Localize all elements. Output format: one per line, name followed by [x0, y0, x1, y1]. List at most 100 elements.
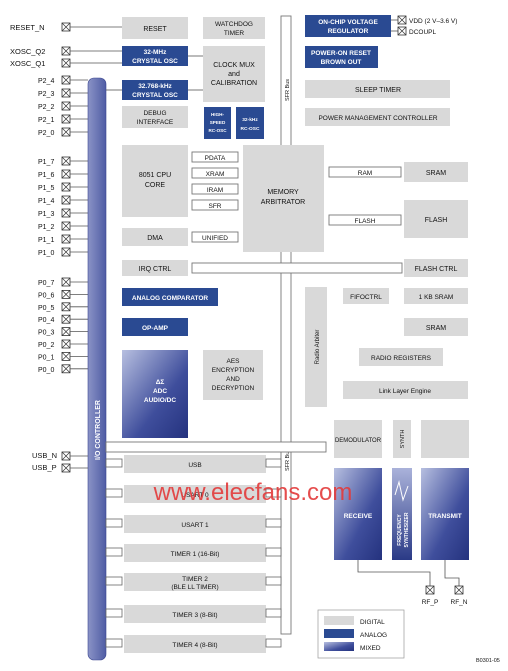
sfr-internal-bus — [191, 199, 239, 211]
peripheral-timer-3-8-bit-label: TIMER 3 (8-Bit) — [172, 612, 217, 619]
clock-mux-label-3: CALIBRATION — [211, 80, 257, 87]
pin-label-p0-5: P0_5 — [38, 305, 54, 312]
radio-registers-block — [359, 348, 443, 366]
sleep-timer-block — [305, 80, 450, 98]
usb-pins: USB_N USB_P — [32, 451, 88, 473]
dma-label: DMA — [147, 235, 163, 242]
voltage-regulator-label-2: REGULATOR — [328, 28, 369, 35]
xosc-32mhz-label-2: CRYSTAL OSC — [132, 58, 178, 65]
pin-cross-rf-p — [425, 585, 435, 595]
radio-registers-label: RADIO REGISTERS — [371, 355, 432, 362]
synth-waveform-icon — [394, 480, 409, 502]
pdata-label: PDATA — [205, 155, 226, 162]
transmit-block — [421, 468, 469, 560]
pin-cross-p2-1 — [61, 114, 71, 124]
sram-label: SRAM — [426, 170, 446, 177]
voltage-regulator-block — [305, 15, 391, 37]
iram-label: IRAM — [207, 187, 223, 194]
pin-cross-p0-1 — [61, 352, 71, 361]
pin-cross-p0-2 — [61, 339, 71, 349]
xosc-32mhz-block — [122, 46, 188, 66]
aes-label-2: ENCRYPTION — [212, 367, 255, 374]
peripheral-timer-1-16-bit-label: TIMER 1 (16-Bit) — [171, 551, 220, 558]
peripheral-timer-1-16-bit-block — [124, 544, 266, 562]
analog-comparator-block — [122, 288, 218, 306]
peripheral-4-label-2: (BLE LL TIMER) — [171, 584, 218, 591]
unified-label: UNIFIED — [202, 235, 228, 242]
peripheral-timer-4-8-bit-link — [105, 638, 123, 648]
synth-label: SYNTH — [400, 430, 406, 449]
peripheral-usart-0-link — [105, 488, 123, 498]
pin-cross-rf-n — [454, 585, 464, 595]
sram-block — [404, 162, 468, 182]
peripheral-4-label-1: TIMER 2 — [182, 576, 208, 583]
memory-arbitrator-label-1: MEMORY — [267, 189, 299, 196]
peripheral-usart-1-link — [105, 518, 123, 528]
pin-label-p1-1: P1_1 — [38, 237, 54, 244]
pin-label-usb-n: USB_N — [32, 451, 57, 460]
io-controller-label: I/O CONTROLLER — [95, 400, 102, 460]
legend-label-analog: ANALOG — [360, 632, 387, 639]
opamp-label: OP-AMP — [142, 325, 169, 332]
power-on-reset-block — [305, 46, 378, 68]
frequency-synthesizer-block — [392, 468, 412, 560]
pin-label-p0-3: P0_3 — [38, 330, 54, 337]
peripheral-usb-bus-link — [265, 458, 282, 468]
irq-flash-bus — [191, 262, 403, 274]
sram-1kb-label: 1 KB SRAM — [419, 294, 454, 301]
pin-label-p1-4: P1_4 — [38, 198, 54, 205]
pin-label-p0-6: P0_6 — [38, 292, 54, 299]
sleep-timer-label: SLEEP TIMER — [355, 87, 401, 94]
watchdog-timer-block — [203, 17, 265, 39]
aes-label-1: AES — [226, 358, 240, 365]
pin-label-rf-p: RF_P — [422, 599, 439, 606]
pin-label-p2-2: P2_2 — [38, 104, 54, 111]
power-on-reset-label-2: BROWN OUT — [321, 59, 362, 66]
legend-label-digital: DIGITAL — [360, 619, 385, 626]
radio-sram-label: SRAM — [426, 325, 446, 332]
flash-block — [404, 200, 468, 238]
pdata-bus — [191, 151, 239, 163]
cpu-core-label-1: 8051 CPU — [139, 172, 171, 179]
pin-label-rf-n: RF_N — [451, 599, 468, 606]
pin-cross-p2-4 — [61, 75, 71, 85]
xram-label: XRAM — [206, 171, 225, 178]
power-management-block — [305, 108, 450, 126]
radio-arbiter-block — [305, 287, 327, 407]
pin-cross-p0-7 — [61, 277, 71, 287]
adc-label-3: AUDIO/DC — [144, 397, 176, 404]
opamp-block — [122, 318, 188, 336]
pin-label-p1-3: P1_3 — [38, 211, 54, 218]
flash-bus-label: FLASH — [355, 218, 376, 225]
flash-label: FLASH — [425, 217, 448, 224]
memory-arbitrator-label-2: ARBITRATOR — [261, 199, 305, 206]
pin-cross-p0-3 — [61, 327, 71, 336]
pin-cross-usb-n — [61, 451, 71, 461]
freq-synth-label-1: FREQUENCY — [397, 514, 403, 546]
sfr-bus — [280, 15, 292, 635]
pin-label-p2-3: P2_3 — [38, 91, 54, 98]
receive-block — [334, 468, 382, 560]
peripheral-4-bus-link — [265, 576, 282, 586]
pin-label-xosc-q1: XOSC_Q1 — [10, 59, 45, 68]
xosc-32khz-label-1: 32.768-kHz — [138, 83, 172, 90]
iram-bus — [191, 183, 239, 195]
irq-ctrl-block — [122, 260, 188, 276]
ram-bus — [328, 166, 402, 178]
pin-label-p0-7: P0_7 — [38, 280, 54, 287]
peripheral-usart-1-bus-link — [265, 518, 282, 528]
radio-arbiter-label: Radio Arbiter — [315, 330, 321, 365]
analog-comparator-label: ANALOG COMPARATOR — [132, 295, 208, 302]
irq-ctrl-label: IRQ CTRL — [139, 266, 172, 273]
pin-cross-p2-0 — [61, 127, 71, 137]
legend-swatch-digital — [324, 616, 354, 625]
flash-ctrl-block — [404, 259, 468, 277]
pin-cross-p0-0 — [61, 364, 71, 374]
flash-ctrl-label: FLASH CTRL — [415, 266, 458, 273]
freq-synth-label-2: SYNTHESIZER — [404, 512, 410, 547]
unified-bus — [191, 231, 239, 243]
peripheral-timer-4-8-bit-label: TIMER 4 (8-Bit) — [172, 642, 217, 649]
adc-label-1: ΔΣ — [156, 379, 165, 386]
